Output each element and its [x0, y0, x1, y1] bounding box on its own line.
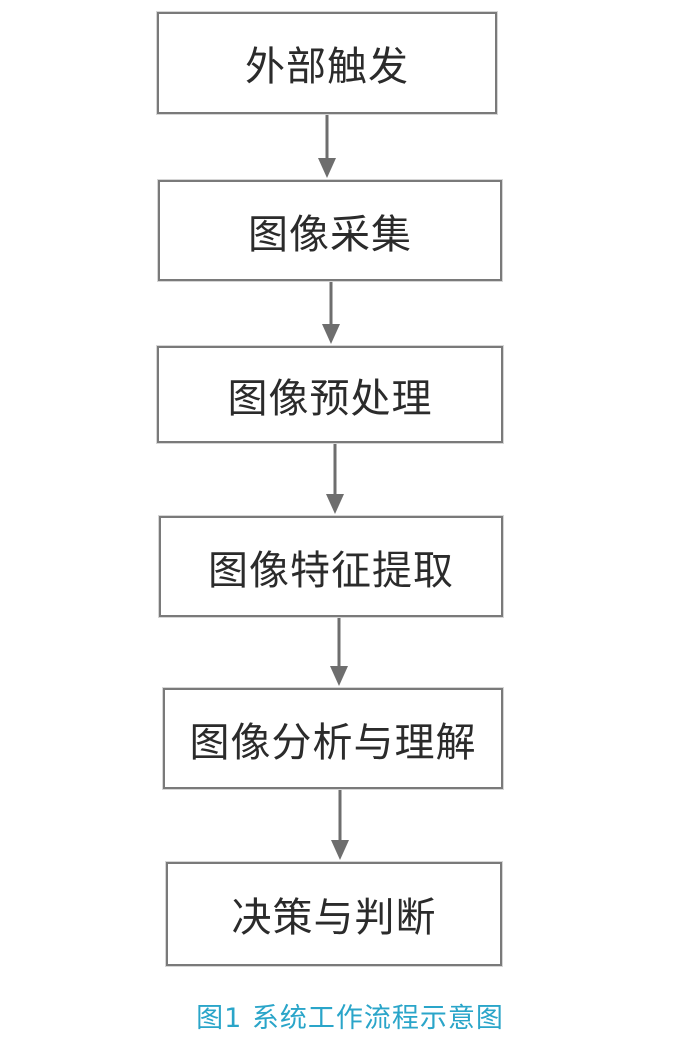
step-image-acquisition: 图像采集: [158, 180, 502, 281]
step-analysis-understanding: 图像分析与理解: [163, 688, 503, 789]
step-decision-judgement: 决策与判断: [166, 862, 502, 966]
step-external-trigger: 外部触发: [157, 12, 497, 114]
step-label: 外部触发: [245, 44, 409, 90]
step-label: 图像预处理: [227, 375, 433, 422]
arrow-5: [331, 789, 349, 860]
step-feature-extraction: 图像特征提取: [159, 516, 503, 617]
step-label: 图像采集: [248, 211, 412, 258]
arrow-3: [326, 443, 344, 514]
arrow-1: [318, 114, 336, 178]
flow-arrows: [318, 114, 349, 860]
step-label: 图像特征提取: [208, 547, 454, 594]
step-image-preprocessing: 图像预处理: [157, 346, 503, 443]
figure-caption: 图1 系统工作流程示意图: [196, 1003, 504, 1034]
step-label: 决策与判断: [231, 895, 437, 941]
arrow-2: [322, 281, 340, 344]
step-label: 图像分析与理解: [189, 719, 477, 766]
arrow-4: [330, 617, 348, 686]
